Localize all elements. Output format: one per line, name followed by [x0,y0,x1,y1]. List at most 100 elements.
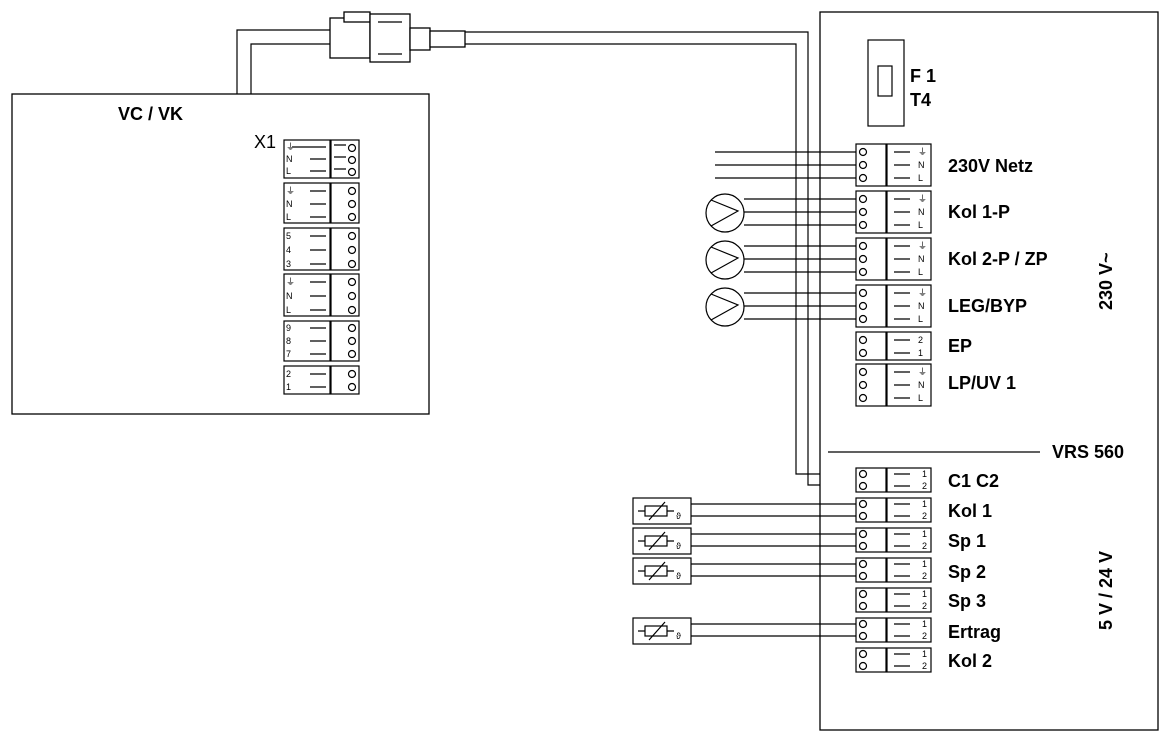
pin-label: N [286,154,293,164]
pin-label: L [918,220,923,230]
terminal-label: LP/UV 1 [948,373,1016,393]
hv-terminal-strip: ⏚ N L 230V Netz ⏚ N L Kol 1-P ⏚ N L Kol … [855,143,1048,407]
pin-label: ⏚ [918,194,927,204]
pin-label: N [286,199,293,209]
pin-label: 8 [286,336,291,346]
pin-label: 2 [922,631,927,641]
pump-icon [705,287,856,327]
terminal-ep: 2 1 EP [855,331,972,361]
pin-label: N [918,160,925,170]
pin-label: 1 [922,559,927,569]
terminal-label: Kol 1-P [948,202,1010,222]
terminal-label: Kol 2-P / ZP [948,249,1048,269]
controller-label: VRS 560 [1052,442,1124,462]
pin-label: 5 [286,231,291,241]
controller-unit [819,11,1159,731]
pin-label: ⏚ [918,147,927,157]
boiler-terminal-block: ⏚ N L [283,139,360,179]
pin-label: L [286,166,291,176]
pin-label: 2 [922,601,927,611]
pin-label: ⏚ [918,288,927,298]
boiler-unit [11,93,430,415]
pin-label: 1 [922,589,927,599]
pin-label: 2 [922,511,927,521]
terminal-label: Kol 2 [948,651,992,671]
terminal-lp-uv1: ⏚ N L LP/UV 1 [855,363,1016,407]
terminal-leg-byp: ⏚ N L LEG/BYP [855,284,1027,328]
pin-label: N [918,254,925,264]
terminal-label: Sp 3 [948,591,986,611]
boiler-terminal-block: 2 1 [283,365,360,395]
boiler-terminal-strip: ⏚ N L ⏚ N L 5 4 3 [283,139,360,395]
pin-label: N [918,207,925,217]
pin-label: 2 [286,369,291,379]
sensor-icon: ϑ [632,557,856,585]
lv-terminal-strip: 1 2 C1 C2 1 2 Kol 1 1 2 Sp 1 1 2 S [855,467,1001,673]
terminal-sp1: 1 2 Sp 1 [855,527,986,553]
pin-label: 7 [286,349,291,359]
terminal-label: Kol 1 [948,501,992,521]
pin-label: 9 [286,323,291,333]
boiler-label: VC / VK [118,104,183,124]
pin-label: 2 [922,571,927,581]
boiler-terminal-block: 9 8 7 [283,320,360,362]
mains-wires [715,151,856,179]
pin-label: L [918,173,923,183]
pin-label: ⏚ [286,142,295,152]
pin-label: 2 [922,481,927,491]
voltage-label-230v: 230 V~ [1096,252,1116,310]
pin-label: 1 [286,382,291,392]
pin-label: ⏚ [286,277,295,287]
terminal-kol2-pump: ⏚ N L Kol 2-P / ZP [855,237,1048,281]
pump-icon [705,193,856,233]
terminal-230v-netz: ⏚ N L 230V Netz [855,143,1033,187]
pin-label: 1 [922,529,927,539]
pin-label: 4 [286,245,291,255]
fuse-holder: F 1 T4 [867,39,936,127]
pump-icon [705,240,856,280]
boiler-terminal-block: ⏚ N L [283,182,360,224]
terminal-label: Sp 1 [948,531,986,551]
terminal-label: 230V Netz [948,156,1033,176]
terminal-sp2: 1 2 Sp 2 [855,557,986,583]
svg-text:ϑ: ϑ [676,571,681,581]
pin-label: 1 [918,348,923,358]
pin-label: 1 [922,499,927,509]
pin-label: 2 [922,541,927,551]
boiler-terminal-block: 5 4 3 [283,227,360,271]
terminal-label: C1 C2 [948,471,999,491]
pin-label: ⏚ [286,186,295,196]
pin-label: N [286,291,293,301]
pin-label: 3 [286,259,291,269]
fuse-rating: T4 [910,90,931,110]
pin-label: 2 [918,335,923,345]
pin-label: ⏚ [918,241,927,251]
terminal-strip-header: X1 [254,132,276,152]
terminal-label: Sp 2 [948,562,986,582]
sensor-icon: ϑ [632,497,856,525]
svg-text:ϑ: ϑ [676,631,681,641]
fuse-label: F 1 [910,66,936,86]
terminal-kol2: 1 2 Kol 2 [855,647,992,673]
pin-label: N [918,380,925,390]
pin-label: 1 [922,469,927,479]
pin-label: L [918,314,923,324]
voltage-label-low: 5 V / 24 V [1096,551,1116,630]
terminal-c1-c2: 1 2 C1 C2 [855,467,999,493]
terminal-label: Ertrag [948,622,1001,642]
pin-label: L [918,267,923,277]
svg-text:ϑ: ϑ [676,511,681,521]
terminal-kol1-pump: ⏚ N L Kol 1-P [855,190,1010,234]
terminal-label: LEG/BYP [948,296,1027,316]
pin-label: ⏚ [918,367,927,377]
pin-label: N [918,301,925,311]
sensor-icon: ϑ [632,617,856,645]
svg-text:ϑ: ϑ [676,541,681,551]
pin-label: L [286,212,291,222]
terminal-ertrag: 1 2 Ertrag [855,617,1001,643]
pin-label: L [918,393,923,403]
pin-label: 1 [922,649,927,659]
plug-connector [329,11,466,63]
terminal-label: EP [948,336,972,356]
